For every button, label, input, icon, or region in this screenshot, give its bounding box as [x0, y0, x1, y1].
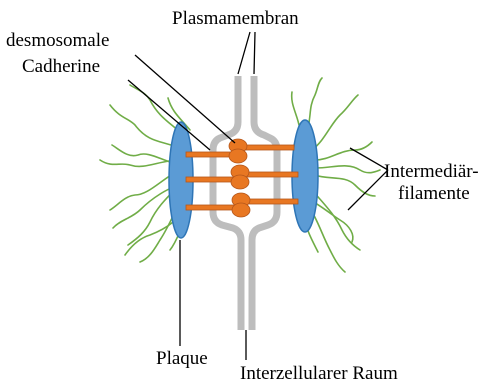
label-desmosomal: desmosomale	[6, 30, 109, 51]
desmosomal-cadherins	[186, 139, 298, 217]
label-intercellular-space: Interzellularer Raum	[240, 363, 398, 384]
label-plaque: Plaque	[156, 348, 208, 369]
label-filaments: filamente	[398, 183, 470, 204]
leader-plasma-membrane	[238, 32, 255, 74]
filament	[292, 92, 300, 130]
cadherin-rod	[186, 177, 236, 182]
leader-intermediate-filaments	[348, 148, 388, 210]
cadherin-head	[231, 175, 249, 189]
cadherin-rod	[186, 152, 236, 157]
filament	[316, 166, 380, 173]
label-plasma-membrane: Plasmamembran	[172, 8, 299, 29]
label-cadherins: Cadherine	[22, 56, 100, 77]
leader-cadherin	[128, 80, 210, 150]
label-intermediate: Intermediär-	[384, 161, 479, 182]
filament	[312, 95, 358, 150]
leader-lines	[128, 32, 388, 360]
cadherin-head	[229, 149, 247, 163]
cadherin-head	[232, 203, 250, 217]
filament	[315, 142, 372, 160]
cadherin-rod	[186, 205, 236, 210]
